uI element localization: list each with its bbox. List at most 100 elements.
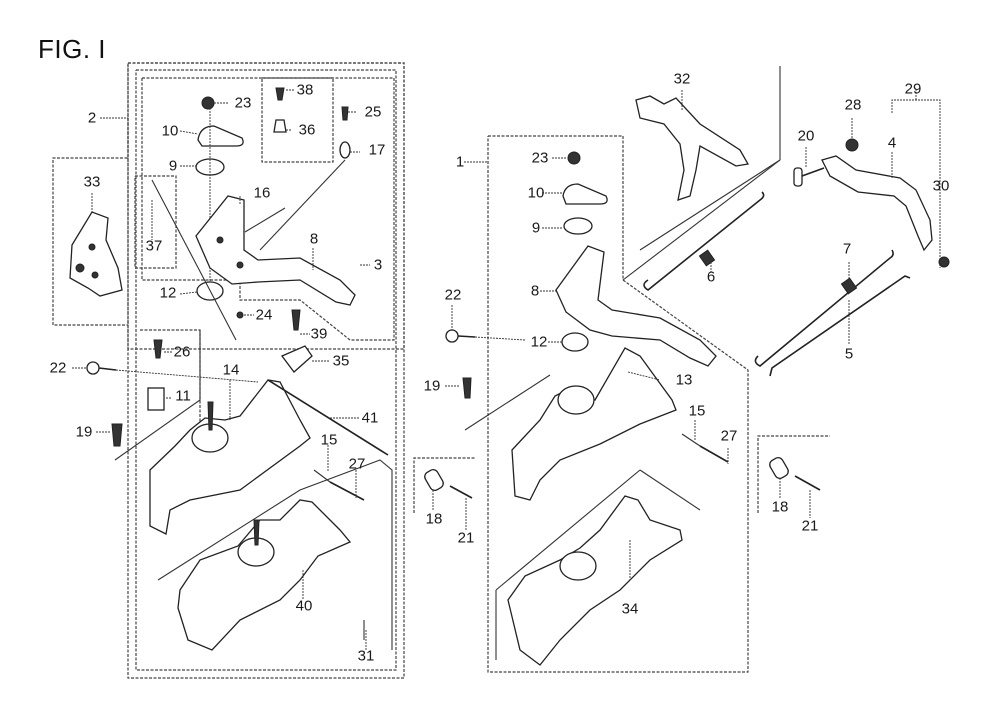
assembly-frame-2: [52, 118, 129, 326]
callout-19-b: 19: [423, 377, 441, 395]
part-22-bolt: [86, 361, 100, 375]
callout-6: 6: [706, 268, 716, 286]
part-40-control-base: [177, 499, 352, 651]
part-8-lever-b: [555, 245, 717, 367]
part-38-bolt: [275, 87, 285, 101]
callout-22: 22: [49, 359, 67, 377]
part-10-lever: [197, 125, 244, 147]
part-18-pin-b: [769, 457, 789, 479]
part-11-block: [147, 387, 165, 411]
assembly-frame-1: [487, 135, 749, 673]
callout-10-b: 10: [527, 184, 545, 202]
part-9-washer-b: [563, 217, 593, 235]
callout-25: 25: [364, 103, 382, 121]
callout-5: 5: [844, 345, 854, 363]
callout-7: 7: [842, 240, 852, 258]
callout-19: 19: [75, 423, 93, 441]
callout-11: 11: [175, 387, 191, 405]
callout-17: 17: [368, 141, 386, 159]
callout-41: 41: [361, 409, 379, 427]
part-12-washer-b: [561, 332, 589, 352]
callout-20: 20: [797, 127, 815, 145]
part-41-cable: [267, 379, 389, 456]
callout-26: 26: [173, 343, 191, 361]
callout-8-b: 8: [530, 282, 540, 300]
part-21-bolt-a: [449, 485, 473, 499]
part-26-bolt: [153, 339, 163, 359]
callout-2: 2: [87, 109, 97, 127]
callout-32: 32: [673, 70, 691, 88]
callout-18: 18: [425, 510, 443, 528]
part-27-screw: [329, 481, 365, 501]
callout-35: 35: [332, 352, 350, 370]
callout-34: 34: [621, 600, 639, 618]
part-10-lever-b: [562, 183, 608, 205]
frame-18-21-right: [757, 435, 830, 513]
callout-28: 28: [844, 96, 862, 114]
callout-23: 23: [234, 94, 252, 112]
callout-36: 36: [298, 121, 316, 139]
part-23-nut-b: [567, 151, 581, 165]
part-33-bracket: [69, 211, 123, 297]
assembly-frame-37: [134, 175, 177, 269]
part-34-control-base: [507, 495, 683, 666]
part-4-lever: [821, 155, 933, 252]
part-35-clip: [280, 345, 313, 373]
callout-18-b: 18: [771, 498, 789, 516]
part-23-nut: [201, 96, 215, 110]
callout-12: 12: [159, 284, 177, 302]
assembly-frame-31: [127, 62, 405, 679]
assembly-frame-3: [141, 77, 395, 341]
callout-12-b: 12: [530, 333, 548, 351]
part-15-spring-b: [681, 433, 701, 447]
callout-21-b: 21: [801, 517, 819, 535]
part-21-bolt-b: [794, 475, 821, 491]
callout-37: 37: [145, 237, 163, 255]
part-39-bolt: [291, 309, 301, 331]
callout-4: 4: [887, 134, 897, 152]
part-22-bolt-b: [445, 329, 459, 343]
part-8-lever: [195, 195, 356, 306]
figure-title: FIG. I: [38, 34, 106, 64]
callout-30: 30: [932, 177, 950, 195]
part-27-screw-b: [699, 445, 729, 463]
callout-29: 29: [904, 80, 922, 98]
assembly-frame-38-36: [261, 77, 334, 163]
callout-23-b: 23: [531, 149, 549, 167]
part-18-pin-a: [424, 469, 444, 491]
callout-27-b: 27: [720, 427, 738, 445]
callout-27: 27: [348, 455, 366, 473]
assembly-frame-14: [114, 330, 201, 461]
callout-24: 24: [255, 306, 273, 324]
callout-40: 40: [295, 597, 313, 615]
callout-3: 3: [373, 256, 383, 274]
callout-21: 21: [457, 529, 475, 547]
part-6-rod: [643, 191, 765, 291]
part-19-bolt-b: [462, 377, 472, 399]
part-16-spring: [244, 207, 286, 233]
callout-33: 33: [83, 173, 101, 191]
callout-1: 1: [455, 153, 465, 171]
callout-15: 15: [320, 431, 338, 449]
callout-9: 9: [168, 157, 178, 175]
part-28-nut: [845, 138, 859, 152]
part-32-bracket: [635, 95, 750, 201]
callout-9-b: 9: [531, 219, 541, 237]
part-15-spring: [313, 469, 331, 483]
part-19-bolt: [111, 423, 123, 447]
part-17-link: [339, 141, 351, 159]
assembly-frame-40: [157, 459, 393, 650]
callout-22-b: 22: [444, 286, 462, 304]
callout-39: 39: [310, 325, 328, 343]
frame-18-21-left: [413, 457, 476, 513]
callout-10: 10: [161, 122, 179, 140]
part-24-nut: [236, 311, 244, 319]
part-20-bolt: [793, 167, 803, 187]
callout-13: 13: [675, 371, 693, 389]
callout-31: 31: [357, 647, 375, 665]
callout-14: 14: [222, 361, 240, 379]
part-7-rod: [754, 249, 894, 367]
part-25-bolt: [341, 106, 349, 121]
callout-16: 16: [253, 184, 271, 202]
